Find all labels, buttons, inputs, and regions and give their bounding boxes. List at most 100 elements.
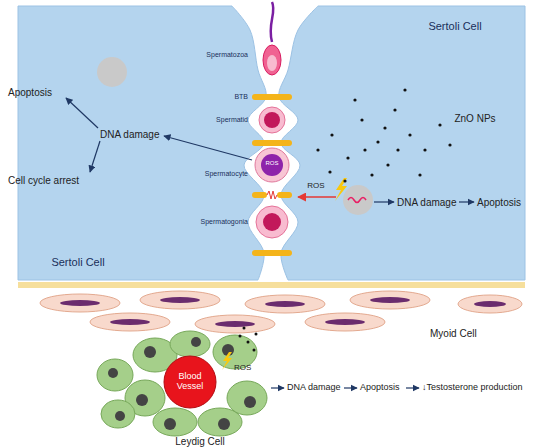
nanoparticle	[360, 118, 363, 121]
effect-text: DNA damage	[287, 383, 341, 393]
myoid-nucleus	[474, 301, 506, 307]
flow-arrow	[344, 387, 357, 388]
effect-text: Apoptosis	[360, 383, 400, 393]
nanoparticle	[253, 349, 256, 352]
myoid-cell	[305, 313, 385, 331]
sperm-head-core	[267, 55, 277, 71]
sertoli-nucleus	[343, 185, 373, 215]
btb-junction-damaged	[277, 192, 292, 198]
spermatid-cell	[259, 107, 285, 133]
leydig-nucleus	[222, 344, 234, 356]
spermatid-nucleus	[264, 112, 280, 128]
leydig-nucleus	[144, 346, 156, 358]
ros-label: ROS	[234, 364, 251, 373]
nanoparticle	[438, 123, 441, 126]
nanoparticle	[343, 179, 346, 182]
ros-mark: ROS	[265, 160, 278, 167]
myoid-cell	[458, 295, 522, 313]
leydig-cell	[227, 381, 267, 415]
myoid-cell	[140, 291, 220, 309]
spermatogonia-nucleus	[263, 213, 281, 231]
btb-damage-mark	[267, 191, 277, 199]
cell-label: Leydig Cell	[175, 436, 224, 447]
cell-name: Sertoli Cell	[428, 20, 481, 32]
leydig-cell	[101, 400, 135, 428]
myoid-nucleus	[370, 297, 410, 303]
myoid-nucleus	[215, 321, 255, 327]
sertoli-cell-region-outline	[0, 0, 550, 290]
flow-arrow	[406, 387, 419, 388]
btb-junction	[252, 250, 292, 256]
vessel-circle	[164, 356, 216, 408]
leydig-nucleus	[108, 368, 118, 378]
spermatocyte-nucleus	[261, 154, 283, 176]
nanoparticle	[243, 327, 246, 330]
myoid-cell	[90, 313, 170, 331]
blood-vessel: Blood Vessel	[163, 355, 217, 409]
myoid-nucleus	[325, 319, 365, 325]
nanoparticle	[346, 156, 349, 159]
nanoparticle	[239, 335, 242, 338]
nanoparticle	[403, 88, 406, 91]
sperm-tail	[271, 2, 274, 42]
nanoparticle	[386, 163, 389, 166]
nanoparticle	[408, 133, 411, 136]
flow-arrow	[66, 98, 98, 128]
leydig-cell	[213, 335, 257, 369]
nanoparticle	[418, 173, 421, 176]
sertoli-nucleus	[97, 57, 127, 87]
nanoparticle	[363, 148, 366, 151]
leydig-nucleus	[191, 337, 201, 347]
flow-arrow	[90, 141, 100, 172]
sertoli-cell-body	[279, 6, 525, 280]
myoid-cell	[195, 315, 275, 333]
nanoparticle	[353, 98, 356, 101]
effect-text: ↓Testosterone production	[422, 383, 523, 393]
leydig-nuclei	[108, 337, 256, 430]
spermatocyte-cell: ROS	[254, 147, 290, 183]
leydig-cell	[170, 331, 210, 357]
leydig-nucleus	[244, 396, 256, 408]
leydig-cell	[153, 408, 197, 436]
myoid-cells	[40, 291, 522, 333]
flow-arrow	[164, 136, 252, 160]
ros-arrow	[298, 196, 336, 198]
spermatogonia-cell	[256, 206, 288, 238]
myoid-cell	[40, 294, 120, 312]
nanoparticle	[376, 140, 379, 143]
nanoparticle	[247, 341, 250, 344]
nanoparticle	[330, 133, 333, 136]
btb-junction-damaged	[252, 192, 267, 198]
flow-arrow	[271, 387, 284, 388]
zno-nanoparticles	[316, 88, 451, 182]
myoid-nucleus	[160, 297, 200, 303]
myoid-cell	[245, 295, 325, 313]
btb-junction	[252, 94, 292, 100]
btb-junction	[252, 140, 292, 146]
cell-label: Myoid Cell	[430, 328, 477, 339]
sertoli-cell-region: Sertoli CellSertoli CellROS	[0, 0, 550, 290]
sertoli-cell-body	[18, 6, 266, 280]
sperm-head	[263, 45, 281, 75]
cell-name: Sertoli Cell	[51, 256, 104, 268]
myoid-nucleus	[60, 300, 100, 306]
spermatocyte-body	[255, 148, 289, 182]
dna-strand	[348, 198, 366, 203]
leydig-nucleus	[136, 394, 148, 406]
basement-membrane	[18, 282, 525, 288]
nanoparticle	[316, 148, 319, 151]
nanoparticle	[370, 173, 373, 176]
flow-arrow	[374, 201, 394, 202]
vessel-name: Blood Vessel	[167, 372, 213, 392]
leydig-nucleus	[218, 418, 230, 430]
nanoparticle	[328, 170, 331, 173]
ros-bolt	[222, 352, 232, 370]
nanoparticle	[448, 143, 451, 146]
nanoparticle	[396, 148, 399, 151]
myoid-nucleus	[265, 301, 305, 307]
leydig-nucleus	[115, 411, 125, 421]
myoid-cell	[350, 291, 430, 309]
leydig-cells	[97, 331, 267, 436]
leydig-cell	[97, 359, 133, 391]
nanoparticle	[423, 148, 426, 151]
